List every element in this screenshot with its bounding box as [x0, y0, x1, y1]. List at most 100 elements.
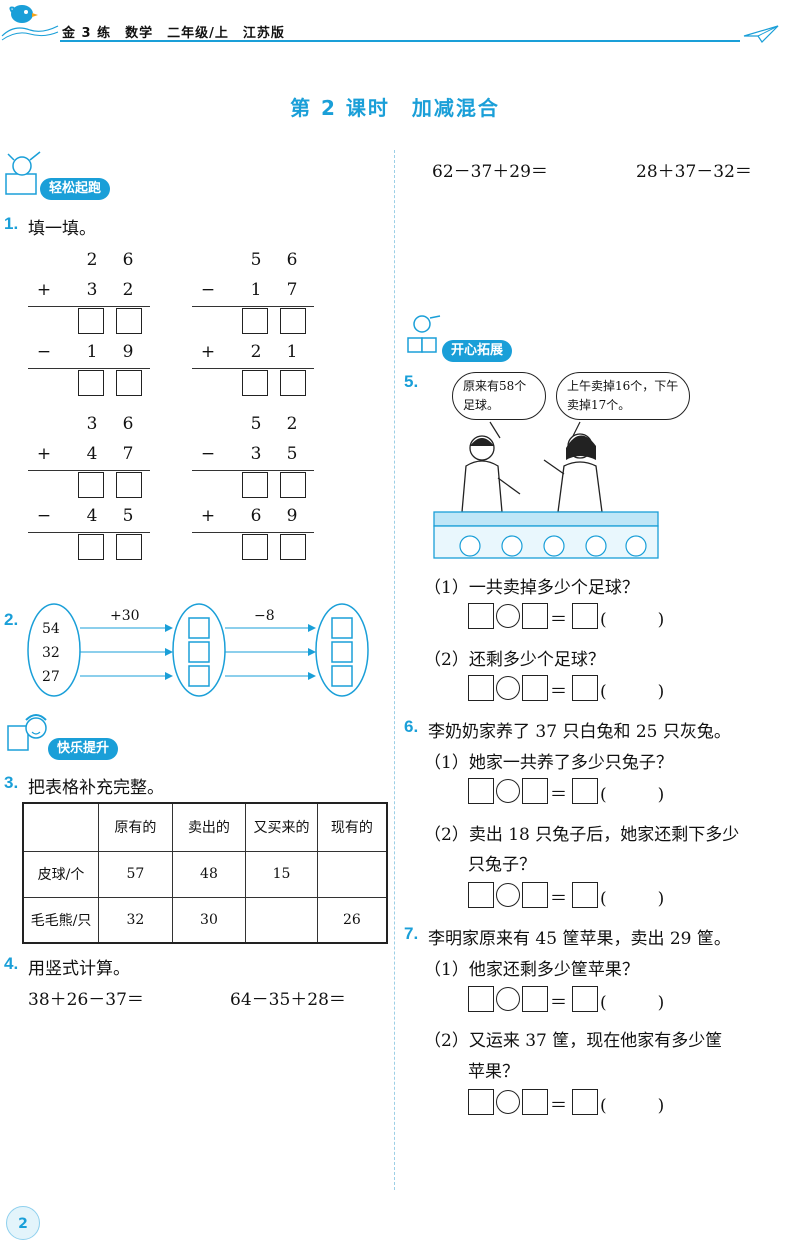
blank-box[interactable]	[468, 1089, 494, 1115]
answer-box[interactable]	[242, 534, 268, 560]
blank-box[interactable]	[468, 882, 494, 908]
answer-box[interactable]	[78, 534, 104, 560]
q7-subquestion-2: （2）又运来 37 筐，现在他家有多少筐	[424, 1031, 723, 1051]
answer-box[interactable]	[78, 472, 104, 498]
unit-parentheses[interactable]: ( )	[600, 610, 665, 630]
q7-problem: 李明家原来有 45 筐苹果，卖出 29 筐。	[428, 929, 731, 949]
digit: 1	[86, 342, 98, 362]
blank-box[interactable]	[572, 603, 598, 629]
digit: 3	[86, 414, 98, 434]
operation-label-plus: +30	[110, 608, 140, 624]
blank-box[interactable]	[468, 603, 494, 629]
vertical-calc-expr: 28＋37－32＝	[636, 162, 752, 182]
unit-parentheses[interactable]: ( )	[600, 682, 665, 702]
digit: 5	[250, 250, 262, 270]
blank-box[interactable]	[572, 675, 598, 701]
digit: 7	[122, 444, 134, 464]
operator-circle[interactable]	[496, 987, 520, 1011]
equals-sign: ＝	[550, 993, 567, 1013]
q6-subquestion-2: （2）卖出 18 只兔子后，她家还剩下多少	[424, 825, 740, 845]
operator-circle[interactable]	[496, 1090, 520, 1114]
answer-box[interactable]	[242, 308, 268, 334]
table-header-cell: 原有的	[98, 802, 173, 852]
answer-box[interactable]	[280, 534, 306, 560]
bird-logo-icon	[1, 5, 59, 41]
answer-box[interactable]	[116, 308, 142, 334]
operation-label-minus: −8	[254, 608, 275, 624]
source-number: 54	[42, 621, 60, 637]
column-calc-4: 5 2 − 3 5 + 6 9	[192, 412, 316, 562]
operator-circle[interactable]	[496, 676, 520, 700]
answer-box[interactable]	[78, 308, 104, 334]
table-cell: 26	[316, 896, 388, 944]
digit: 9	[122, 342, 134, 362]
unit-parentheses[interactable]: ( )	[600, 889, 665, 909]
digit: 2	[250, 342, 262, 362]
answer-box[interactable]	[280, 370, 306, 396]
answer-box[interactable]	[116, 370, 142, 396]
blank-box[interactable]	[468, 675, 494, 701]
vertical-calc-expr: 62－37＋29＝	[432, 162, 548, 182]
digit: 5	[122, 506, 134, 526]
blank-box[interactable]	[522, 882, 548, 908]
q6-subquestion-2-cont: 只兔子？	[468, 855, 536, 875]
blank-box[interactable]	[572, 986, 598, 1012]
column-calc-2: 5 6 − 1 7 + 2 1	[192, 248, 316, 398]
unit-parentheses[interactable]: ( )	[600, 993, 665, 1013]
operator: −	[200, 444, 216, 464]
equals-sign: ＝	[550, 682, 567, 702]
blank-box[interactable]	[572, 778, 598, 804]
digit: 2	[86, 250, 98, 270]
answer-box[interactable]	[242, 472, 268, 498]
blank-box[interactable]	[572, 1089, 598, 1115]
equation-blanks: ＝ ( )	[468, 603, 668, 630]
table-header-cell: 现有的	[316, 802, 388, 852]
table-cell: 15	[245, 850, 318, 898]
operator-circle[interactable]	[496, 604, 520, 628]
answer-box[interactable]	[242, 370, 268, 396]
equation-blanks: ＝ ( )	[468, 675, 668, 702]
mapping-diagram	[27, 603, 369, 697]
table-blank-cell[interactable]	[316, 850, 388, 898]
answer-box[interactable]	[280, 472, 306, 498]
table-blank-cell[interactable]	[245, 896, 318, 944]
digit: 2	[286, 414, 298, 434]
answer-box[interactable]	[116, 534, 142, 560]
blank-box[interactable]	[522, 778, 548, 804]
blank-box[interactable]	[522, 603, 548, 629]
answer-box[interactable]	[116, 472, 142, 498]
unit-parentheses[interactable]: ( )	[600, 785, 665, 805]
equation-blanks: ＝ ( )	[468, 778, 668, 805]
blank-box[interactable]	[522, 986, 548, 1012]
equation-blanks: ＝ ( )	[468, 986, 668, 1013]
header-text: 金 3 练 数学 二年级/上 江苏版	[62, 26, 285, 41]
unit-parentheses[interactable]: ( )	[600, 1096, 665, 1116]
blank-box[interactable]	[522, 1089, 548, 1115]
equals-sign: ＝	[550, 1096, 567, 1116]
page-number: 2	[18, 1216, 28, 1232]
blank-box[interactable]	[572, 882, 598, 908]
operator-circle[interactable]	[496, 779, 520, 803]
blank-box[interactable]	[468, 778, 494, 804]
digit: 6	[250, 506, 262, 526]
table-cell: 皮球/个	[22, 850, 100, 898]
table-header-cell: 又买来的	[245, 802, 318, 852]
digit: 6	[286, 250, 298, 270]
blank-box[interactable]	[468, 986, 494, 1012]
blank-box[interactable]	[522, 675, 548, 701]
q5-subquestion-2: （2）还剩多少个足球？	[424, 650, 605, 670]
operator: +	[36, 280, 52, 300]
equals-sign: ＝	[550, 889, 567, 909]
answer-box[interactable]	[280, 308, 306, 334]
header-rule	[60, 40, 740, 42]
table-header-cell	[22, 802, 100, 852]
cheerful-kid-icon	[5, 151, 41, 195]
operator: +	[200, 506, 216, 526]
table-header-row: 原有的 卖出的 又买来的 现有的	[22, 802, 388, 852]
operator-circle[interactable]	[496, 883, 520, 907]
page-title: 第 2 课时 加减混合	[290, 96, 500, 120]
q5-subquestion-1: （1）一共卖掉多少个足球？	[424, 578, 639, 598]
q3-instruction: 把表格补充完整。	[28, 778, 164, 798]
answer-box[interactable]	[78, 370, 104, 396]
table-row: 皮球/个 57 48 15	[22, 850, 388, 898]
